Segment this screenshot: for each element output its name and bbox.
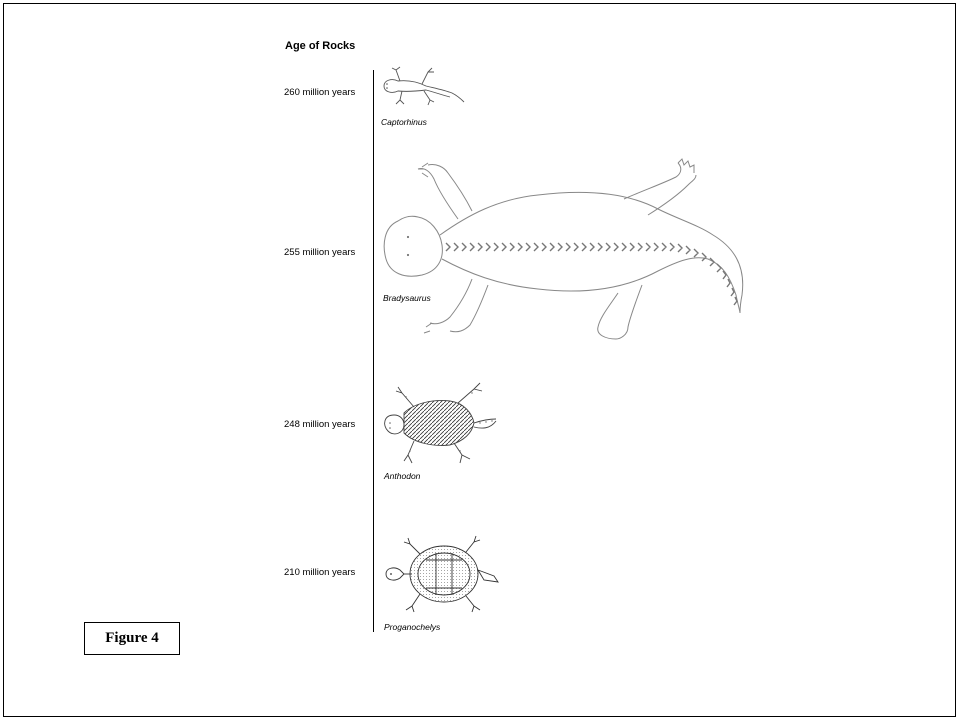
bradysaurus-drawing (378, 155, 763, 355)
animal-name-proganochelys: Proganochelys (384, 622, 440, 632)
age-label-248: 248 million years (284, 419, 355, 430)
age-label-255: 255 million years (284, 247, 355, 258)
animal-name-captorhinus: Captorhinus (381, 117, 427, 127)
captorhinus-drawing (378, 60, 468, 110)
age-label-260: 260 million years (284, 87, 355, 98)
diagram-title: Age of Rocks (285, 40, 355, 52)
time-axis-line (373, 70, 374, 632)
proganochelys-drawing (380, 530, 505, 620)
animal-name-anthodon: Anthodon (384, 471, 420, 481)
anthodon-drawing (380, 375, 500, 470)
age-label-210: 210 million years (284, 567, 355, 578)
figure-label: Figure 4 (84, 622, 180, 655)
